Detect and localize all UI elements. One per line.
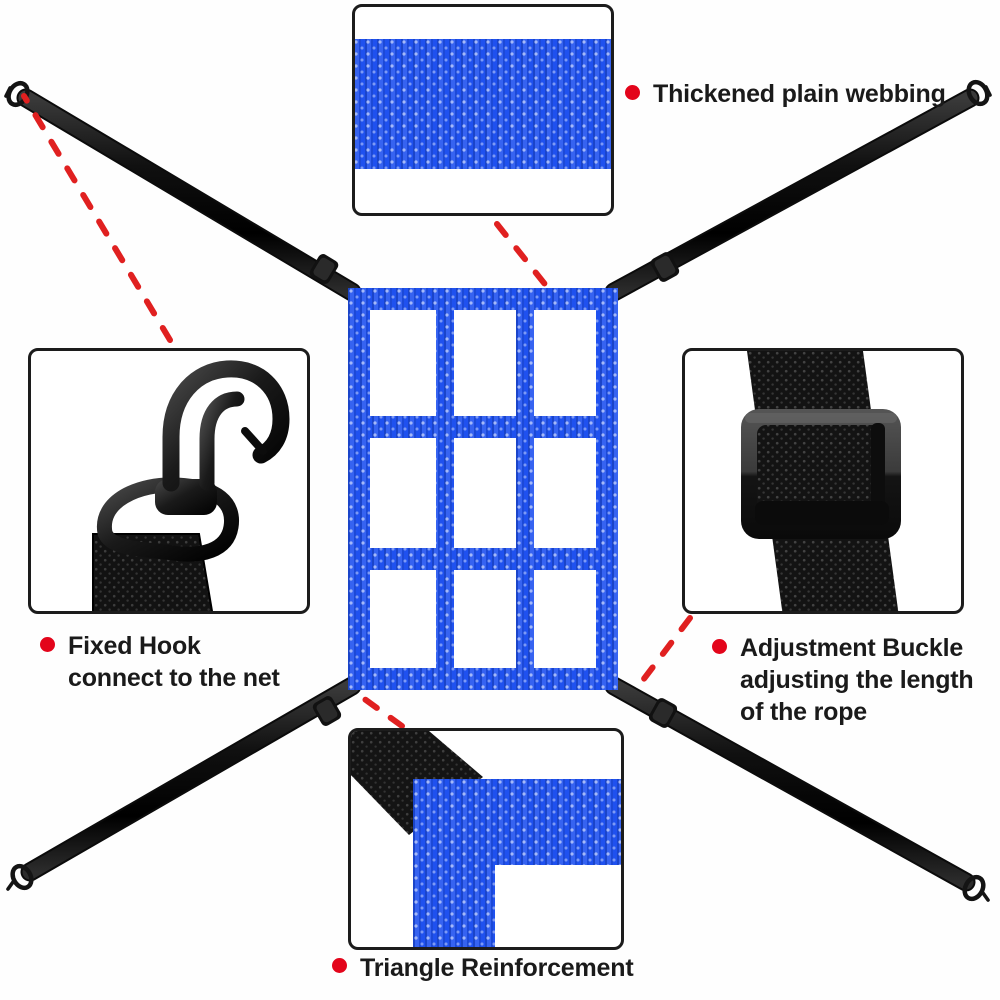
leader-line-triangle	[349, 687, 405, 729]
callout-label-adjustment-buckle: Adjustment Buckle adjusting the length o…	[712, 632, 974, 728]
inset-thickened-plain-webbing	[352, 4, 614, 216]
inset-image-corner-joint	[351, 731, 621, 947]
net-cell	[454, 438, 516, 548]
blue-corner-vertical	[413, 779, 495, 947]
inset-fixed-hook	[28, 348, 310, 614]
net-cell	[370, 310, 436, 416]
callout-label-fixed-hook: Fixed Hook connect to the net	[40, 630, 280, 694]
inset-image-buckle	[685, 351, 961, 611]
callout-label-text: Thickened plain webbing	[653, 80, 946, 108]
net-cell	[454, 570, 516, 668]
net-cell	[534, 310, 596, 416]
leader-line-webbing	[494, 221, 551, 291]
inset-triangle-reinforcement	[348, 728, 624, 950]
callout-label-text: Triangle Reinforcement	[360, 954, 634, 982]
snap-hook-bottom-left	[6, 863, 34, 891]
callout-label-text: Adjustment Buckle adjusting the length o…	[740, 634, 974, 726]
callout-label-text: Fixed Hook connect to the net	[68, 632, 280, 692]
bullet-icon	[40, 637, 55, 652]
strap-bottom-left	[6, 676, 362, 891]
bullet-icon	[332, 958, 347, 973]
strap-buckle-top-left	[309, 254, 339, 284]
leader-line-buckle	[631, 615, 693, 695]
strap-buckle-bottom-left	[312, 696, 342, 726]
blue-webbing-swatch	[355, 39, 611, 169]
net-cell	[370, 438, 436, 548]
inset-image-blue-webbing	[355, 7, 611, 213]
net-cell	[534, 438, 596, 548]
snap-hook-top-right	[966, 79, 992, 107]
bullet-icon	[712, 639, 727, 654]
bullet-icon	[625, 85, 640, 100]
net-cell	[370, 570, 436, 668]
cargo-net	[348, 288, 618, 690]
callout-label-thickened-plain-webbing: Thickened plain webbing	[625, 78, 946, 110]
inset-image-snap-hook	[31, 351, 307, 611]
ladder-lock-buckle	[741, 409, 901, 539]
net-cell	[454, 310, 516, 416]
snap-hook-top-left	[4, 80, 30, 108]
strap-top-right	[604, 79, 992, 302]
strap-buckle-top-right	[650, 252, 680, 282]
strap-buckle-bottom-right	[648, 698, 678, 728]
hook-snap-body	[162, 360, 290, 492]
hook-swivel-loop	[96, 477, 240, 562]
snap-hook-bottom-right	[962, 874, 990, 902]
callout-label-triangle-reinforcement: Triangle Reinforcement	[332, 952, 634, 984]
strap-top-left	[4, 80, 362, 302]
inset-adjustment-buckle	[682, 348, 964, 614]
net-cell	[534, 570, 596, 668]
leader-line-hook	[21, 93, 173, 343]
